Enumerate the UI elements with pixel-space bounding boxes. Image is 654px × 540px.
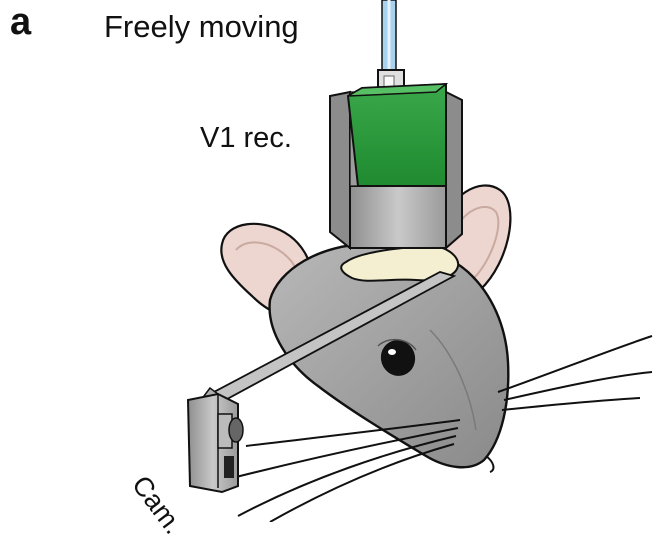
panel-letter: a	[10, 2, 31, 42]
recording-label: V1 rec.	[200, 120, 292, 156]
panel-title: Freely moving	[104, 8, 299, 46]
tether-cable	[382, 0, 396, 72]
figure-panel-a: a Freely moving V1 rec. Cam.	[0, 0, 654, 522]
recording-board	[348, 84, 446, 186]
camera-icon	[188, 394, 243, 492]
mouse-illustration	[0, 0, 654, 522]
